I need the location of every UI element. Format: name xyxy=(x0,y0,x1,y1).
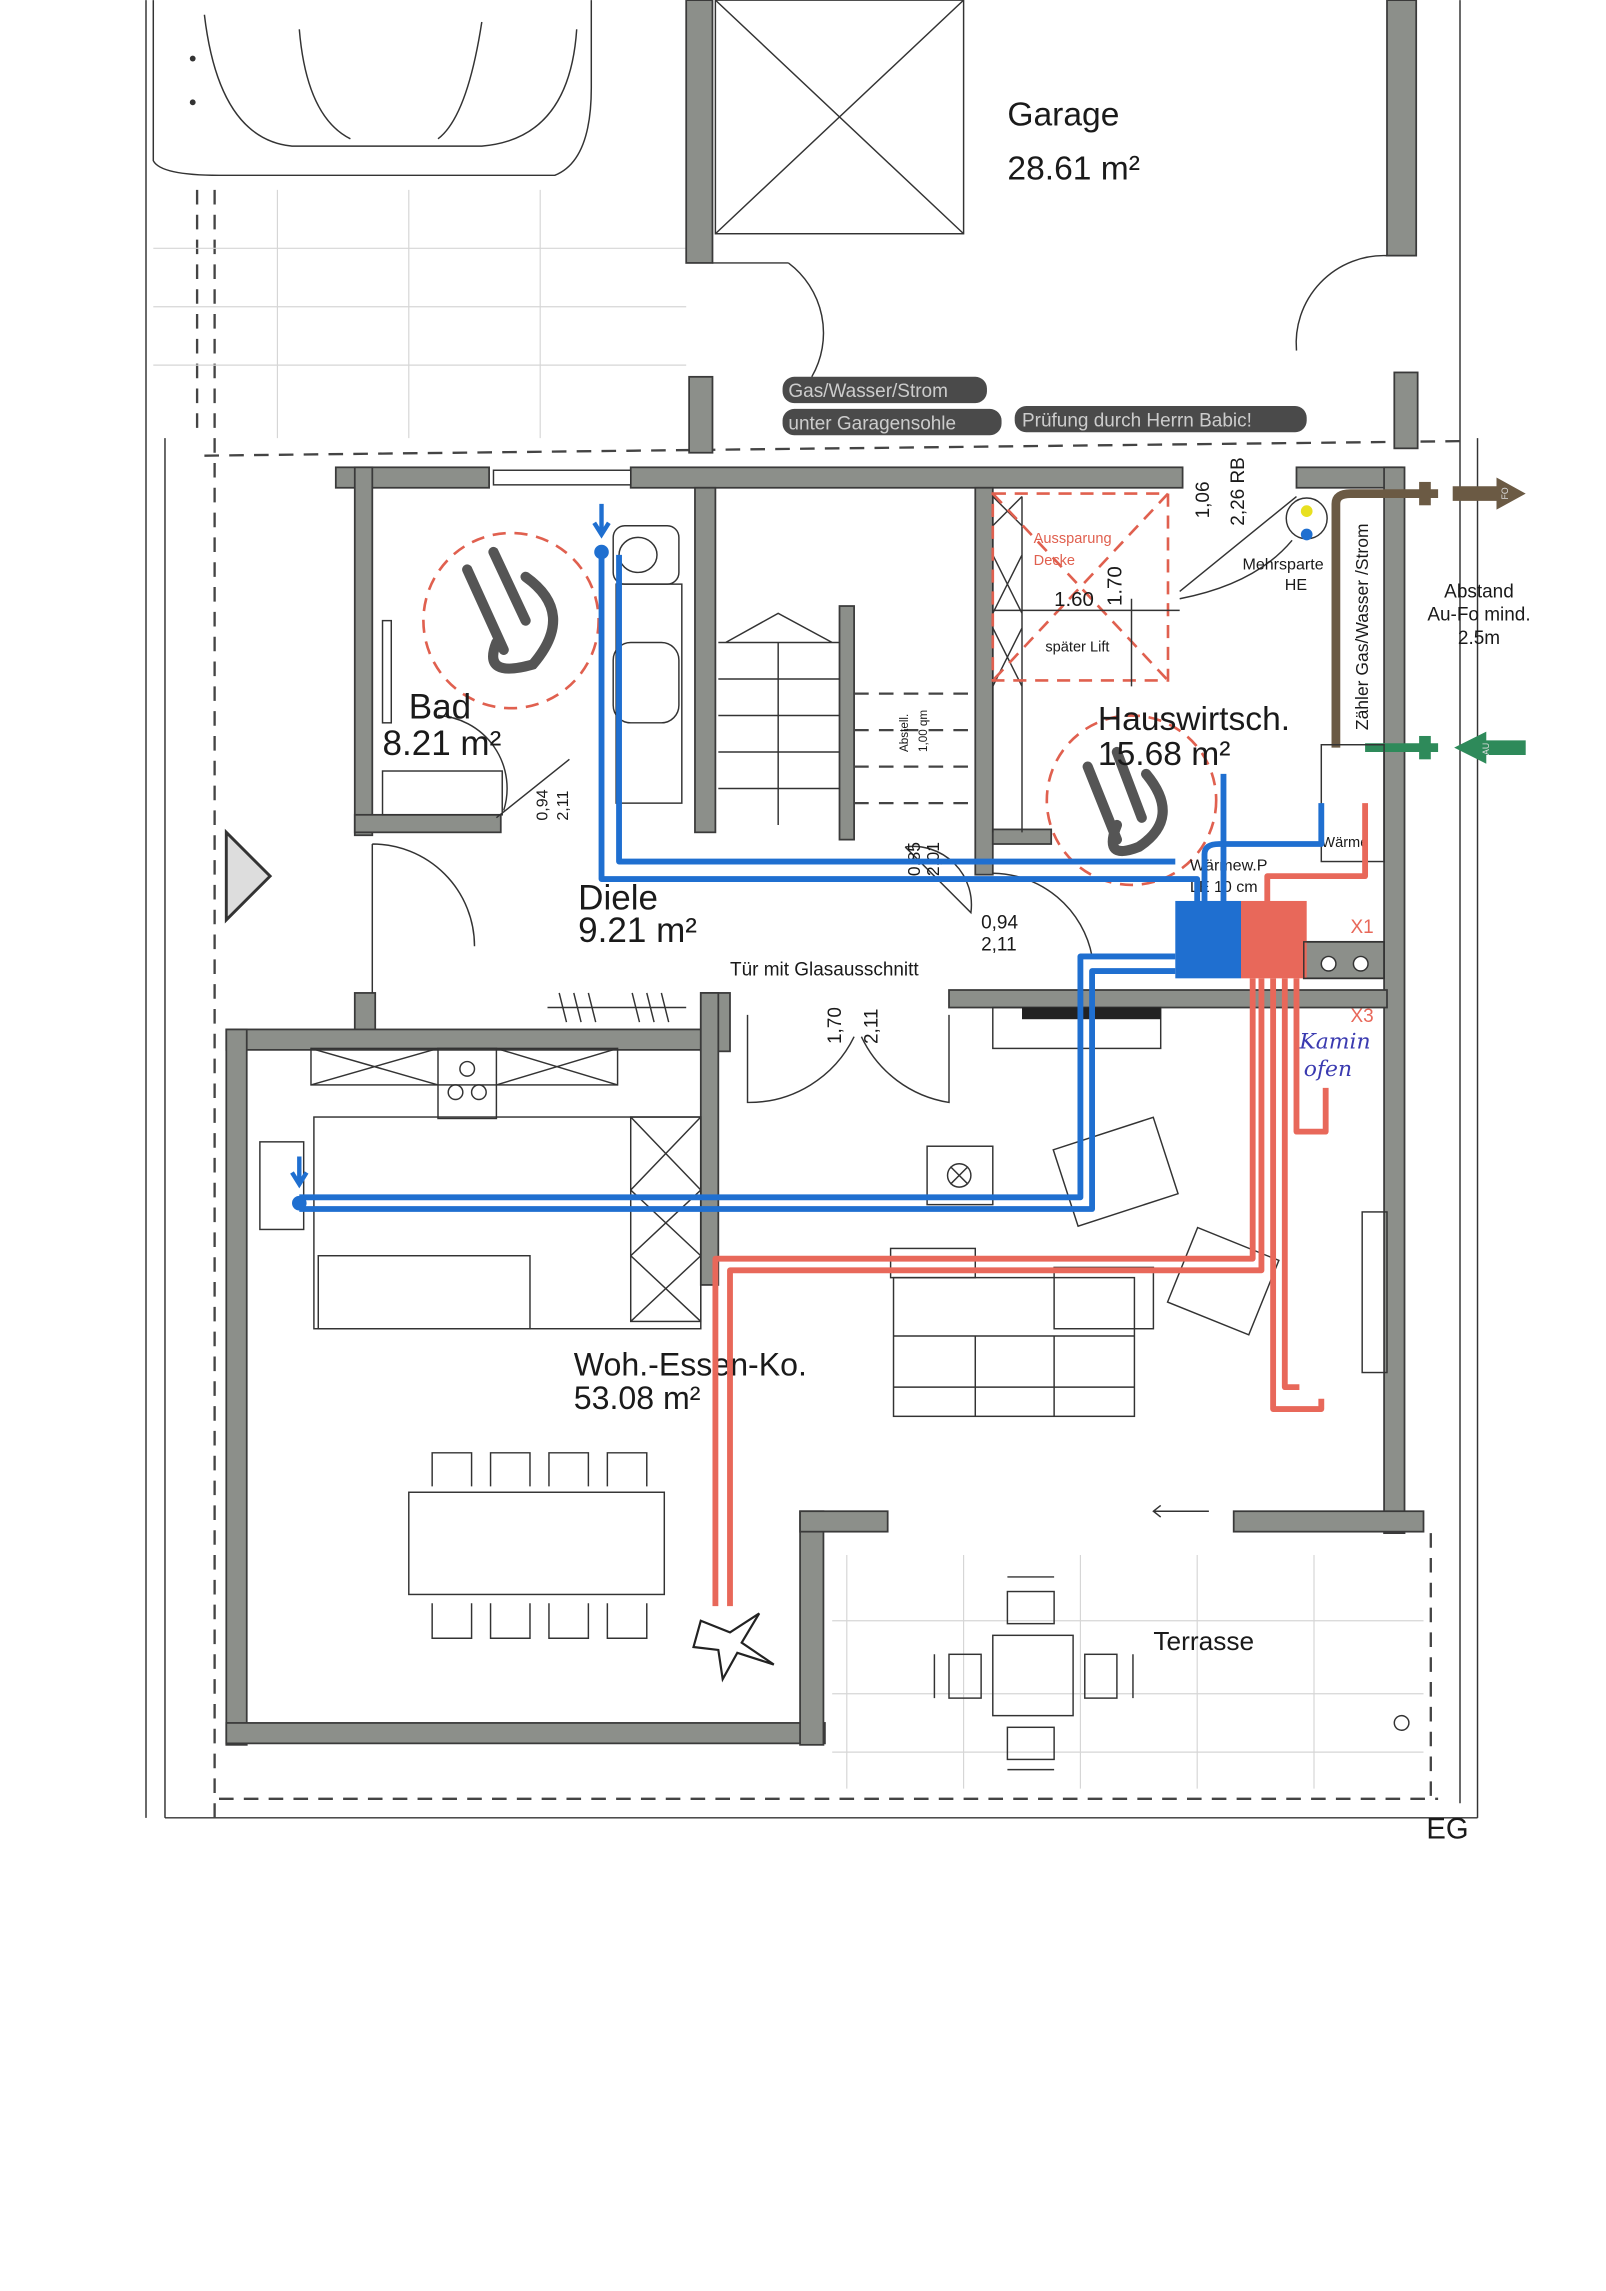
furniture xyxy=(259,1006,1410,1771)
wohnen-name: Woh.-Essen-Ko. xyxy=(574,1346,807,1382)
window-dim-width: 1,06 xyxy=(1193,482,1214,519)
door-swing xyxy=(992,872,1093,957)
double-door-swing xyxy=(746,1014,950,1104)
garage-name: Garage xyxy=(1007,97,1119,134)
mehrsparte-label: Mehrsparte xyxy=(1242,556,1323,574)
decke-label: Decke xyxy=(1034,553,1075,569)
hauswirtschaft-area: 15.68 m² xyxy=(1098,736,1231,773)
hw-door-height: 2,11 xyxy=(981,935,1017,956)
abstand-line2: Au-Fo mind. xyxy=(1427,605,1530,626)
abstell-area: 1,00 qm xyxy=(917,710,930,752)
garage-walls xyxy=(685,0,1419,454)
wohnen-area: 53.08 m² xyxy=(574,1380,701,1416)
warm-air-pipes xyxy=(692,803,1369,1683)
lift-width: 1.60 xyxy=(1054,588,1094,611)
window-dim-height: 2,26 RB xyxy=(1228,457,1249,526)
lift-cutout xyxy=(991,492,1297,833)
abstand-line1: Abstand xyxy=(1444,581,1514,602)
garage-area: 28.61 m² xyxy=(1007,151,1140,188)
door-glass-label: Tür mit Glasausschnitt xyxy=(730,959,919,980)
abstand-line3: 2.5m xyxy=(1458,628,1500,649)
staircase xyxy=(718,612,976,915)
diele-area: 9.21 m² xyxy=(578,911,697,950)
meter-connection xyxy=(1285,477,1526,863)
abstell-label: Abstell. xyxy=(898,714,911,752)
paving-grid xyxy=(153,189,1424,1789)
floor-label: EG xyxy=(1426,1813,1468,1845)
waerme-right-label: Wärme xyxy=(1321,835,1368,851)
drawing-frame xyxy=(145,0,1479,1819)
heating-distributor xyxy=(1175,900,1385,980)
note-pruefung: Prüfung durch Herrn Babic! xyxy=(1022,410,1252,431)
bad-area: 8.21 m² xyxy=(383,724,502,763)
cold-air-pipes xyxy=(290,503,1325,1212)
note-garagensohle: unter Garagensohle xyxy=(788,413,956,434)
waermepumpe-label: Wärmew.P xyxy=(1190,856,1268,874)
arrow-fo-label: FO xyxy=(1500,487,1510,499)
wheelchair-symbol xyxy=(1082,746,1168,857)
entrance-door-swing xyxy=(371,843,476,993)
kaminofen-label-1: Kamin xyxy=(1298,1029,1370,1054)
arrow-au-label: AU xyxy=(1481,743,1491,755)
marker-notes: Gas/Wasser/Strom unter Garagensohle Prüf… xyxy=(782,376,1307,436)
living-door-height: 2,11 xyxy=(861,1009,882,1045)
intake-arrow xyxy=(1454,731,1526,764)
bathroom-fixtures xyxy=(381,524,683,819)
bad-door-width: 0,94 xyxy=(534,789,552,820)
entrance-arrow-icon xyxy=(224,828,273,924)
coat-rack xyxy=(547,992,687,1023)
house-walls xyxy=(225,466,1425,1746)
x3-label: X3 xyxy=(1351,1006,1374,1027)
kaminofen-label-2: ofen xyxy=(1304,1057,1352,1082)
turning-circle xyxy=(1045,714,1218,887)
aussparung-label: Aussparung xyxy=(1034,531,1112,547)
note-gas-wasser-strom: Gas/Wasser/Strom xyxy=(788,381,948,402)
lift-label: später Lift xyxy=(1045,639,1109,655)
mehrsparte-he: HE xyxy=(1285,576,1308,594)
hw-door-width: 0,94 xyxy=(981,913,1018,934)
bad-name: Bad xyxy=(409,687,471,726)
x1-label: X1 xyxy=(1351,917,1374,938)
hauswirtschaft-name: Hauswirtsch. xyxy=(1098,701,1290,738)
exhaust-arrow xyxy=(1452,477,1526,510)
bad-door-height: 2,11 xyxy=(554,791,572,821)
diele-name: Diele xyxy=(578,879,658,918)
lift-depth: 1.70 xyxy=(1103,566,1126,606)
terrasse-name: Terrasse xyxy=(1153,1626,1254,1656)
car-symbol xyxy=(152,0,593,177)
zaehler-label: Zähler Gas/Wasser /Strom xyxy=(1352,523,1372,730)
living-door-width: 1,70 xyxy=(825,1007,846,1044)
